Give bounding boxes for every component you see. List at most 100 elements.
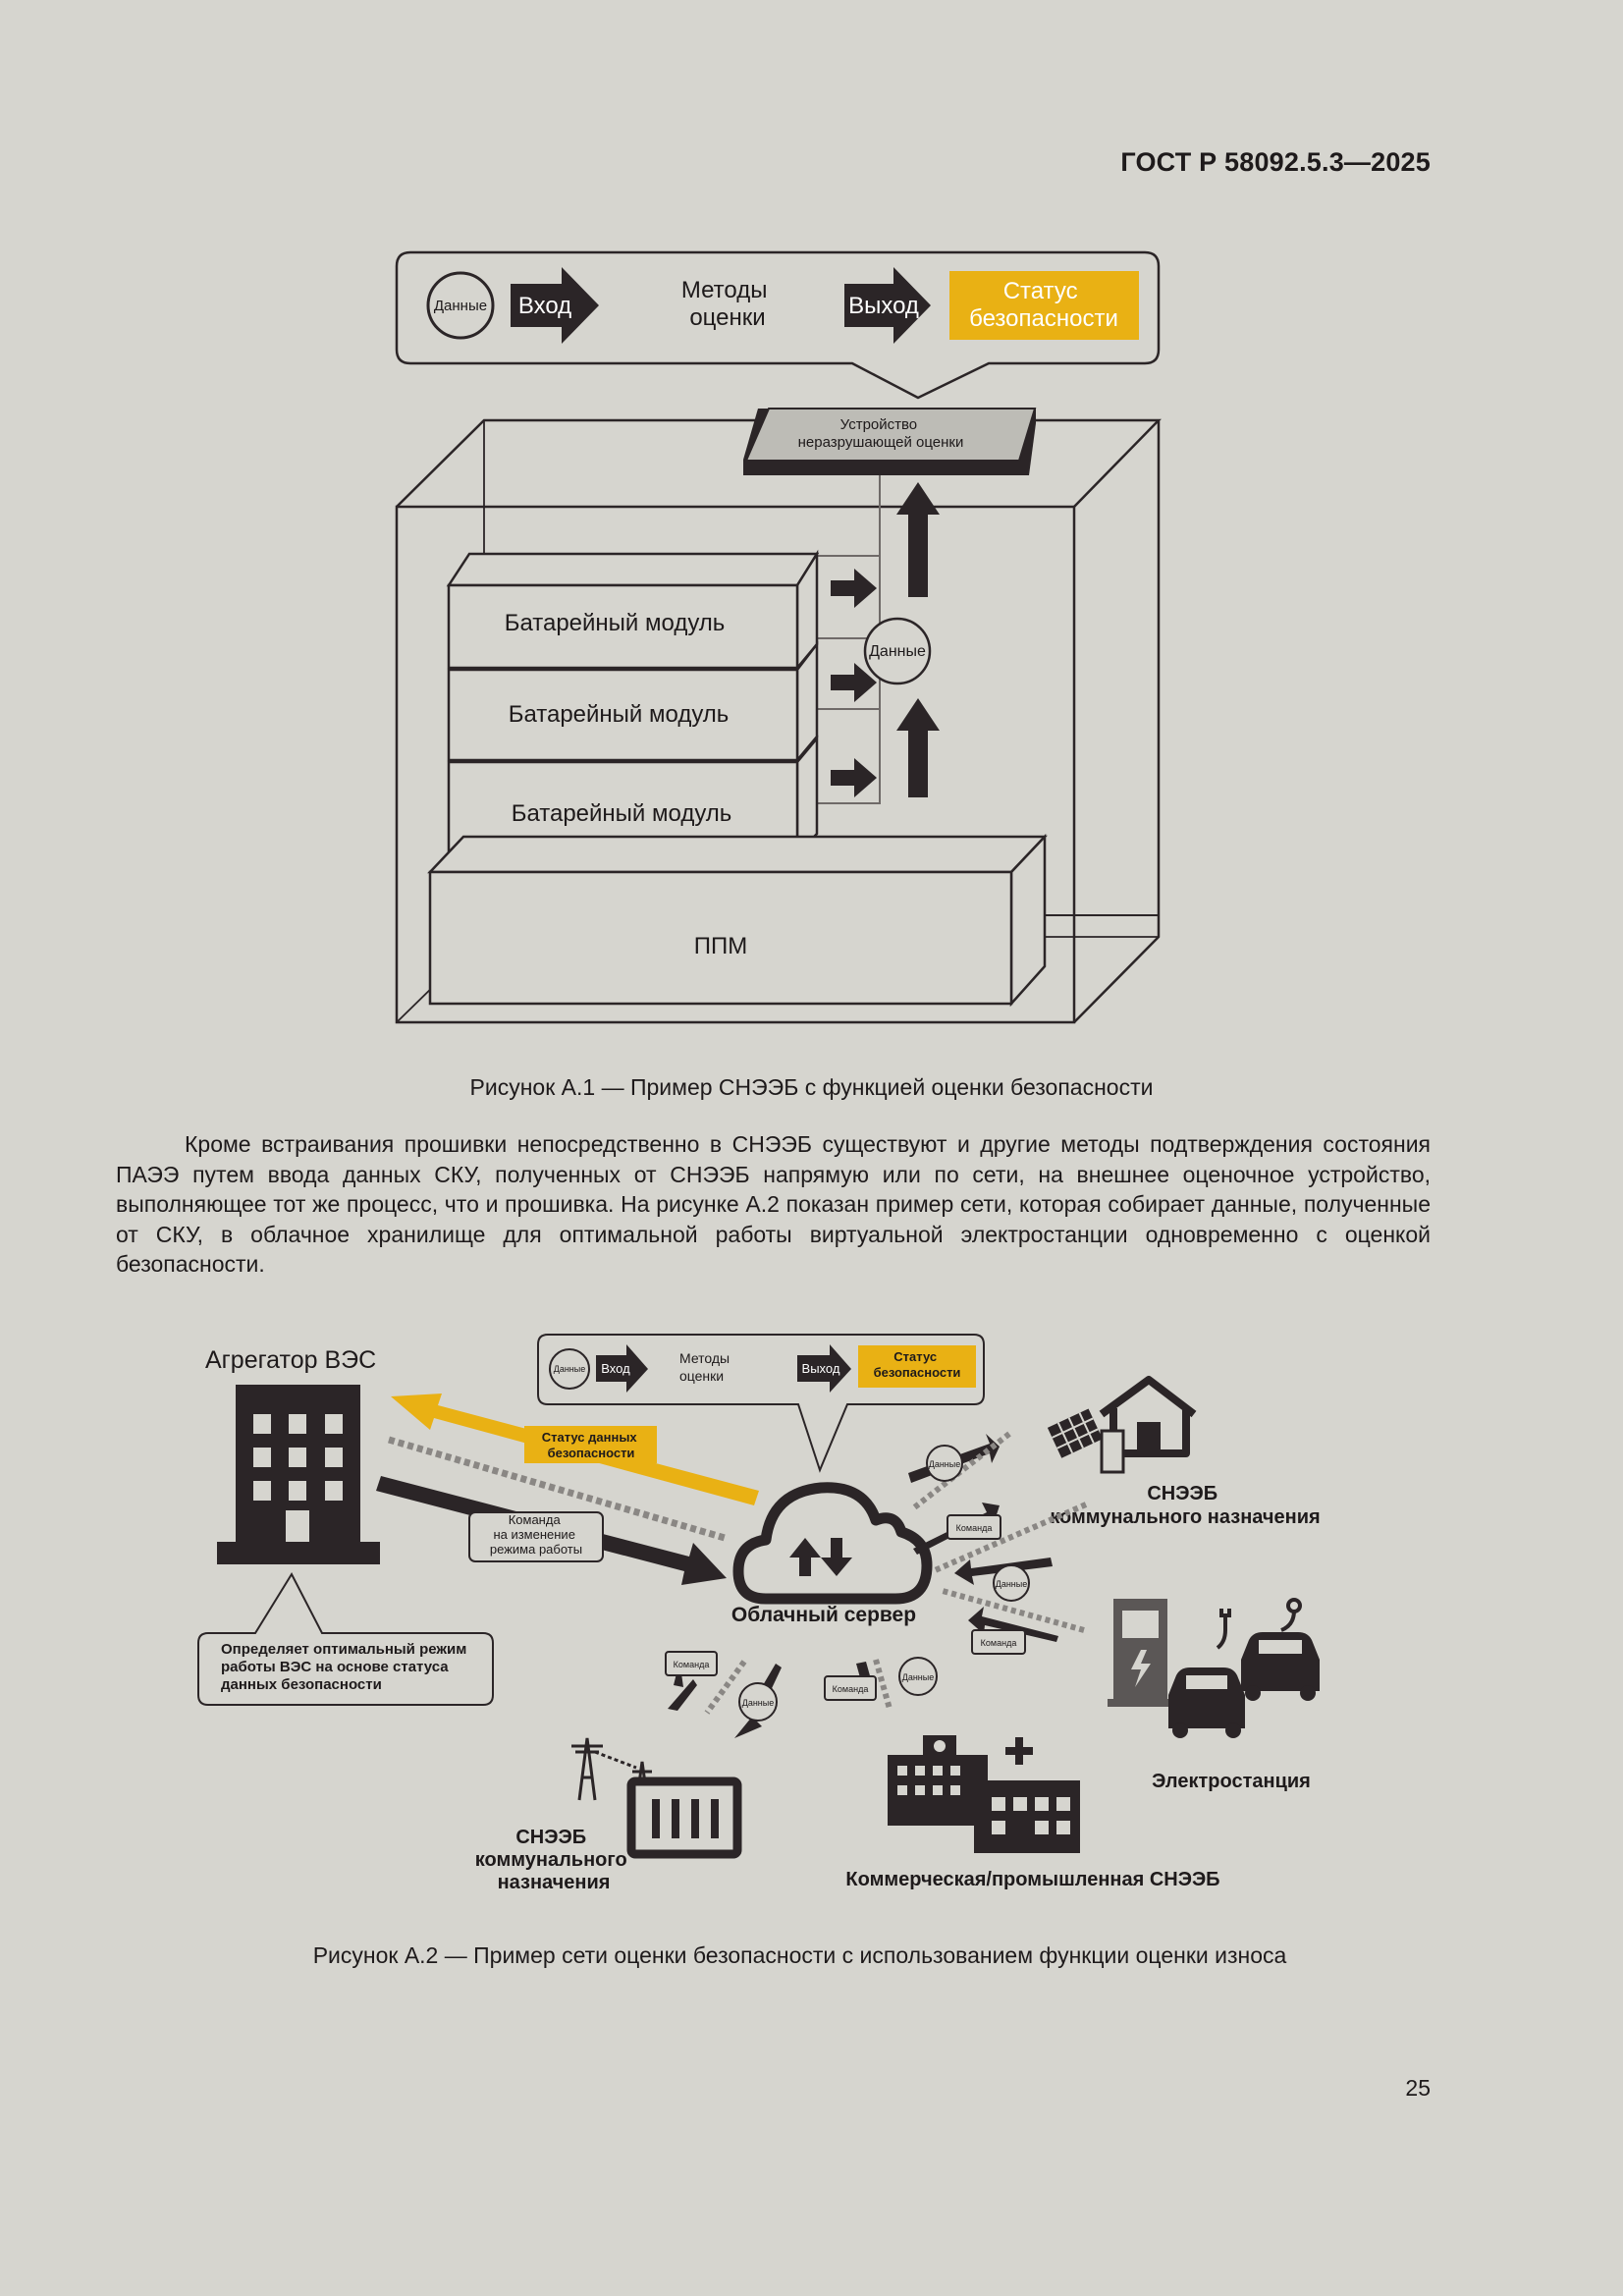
status-box-small — [858, 1345, 976, 1388]
utility-line-1: СНЭЭБ — [515, 1827, 586, 1848]
status-box — [949, 271, 1139, 340]
status-small-line-1: Статус — [893, 1349, 937, 1364]
status-small: Статус безопасности — [874, 1349, 961, 1380]
residential-line-2: коммунального назначения — [1050, 1506, 1320, 1528]
data-circle-label: Данные — [434, 298, 487, 314]
command-label: Команда на изменение режима работы — [490, 1512, 582, 1557]
small-data-bubbles: Данные Команда Данные Команда Команда Да… — [665, 1445, 1030, 1722]
methods-small: Методы оценки — [679, 1350, 733, 1384]
command-line-1: Команда — [509, 1512, 562, 1527]
cloud-icon — [732, 1482, 933, 1605]
status-small-line-2: безопасности — [874, 1365, 961, 1380]
command-tag-3-label: Команда — [674, 1660, 710, 1669]
output-arrow-small — [797, 1344, 851, 1393]
assessment-device: Устройство неразрушающей оценки — [743, 408, 1037, 475]
figure-a2-caption: Рисунок А.2 — Пример сети оценки безопас… — [312, 1942, 1287, 1968]
utility-label: СНЭЭБ коммунального назначения — [475, 1827, 633, 1893]
ev-car-window-2 — [1259, 1640, 1302, 1654]
input-arrow-small-label: Вход — [601, 1361, 630, 1376]
battery-module-label-3: Батарейный модуль — [512, 800, 732, 827]
note-text: Определяет оптимальный режим работы ВЭС … — [221, 1641, 471, 1693]
command-tag-2 — [971, 1629, 1026, 1655]
data-circle-small-label: Данные — [554, 1364, 586, 1374]
battery-module-1 — [446, 549, 820, 672]
status-label: Статус безопасности — [969, 278, 1118, 332]
output-arrow-label: Выход — [848, 293, 919, 319]
commercial-label: Коммерческая/промышленная СНЭЭБ — [845, 1869, 1219, 1890]
building-windows — [253, 1414, 343, 1542]
figure-a2: Агрегатор ВЭС Определяет оптимальный реж… — [197, 1334, 1321, 1893]
status-line-2: безопасности — [969, 305, 1118, 332]
data-bubble-2 — [993, 1564, 1030, 1602]
figure-a1: Данные Вход Методы оценки Выход Статус б… — [395, 250, 1162, 1024]
status-data-line-1: Статус данных — [542, 1430, 638, 1445]
output-arrow — [844, 267, 931, 344]
pcs-block — [427, 833, 1159, 1008]
note-line-1: Определяет оптимальный режим — [221, 1641, 466, 1658]
device-label: Устройство неразрушающей оценки — [798, 416, 964, 451]
command-box — [468, 1511, 604, 1562]
process-callout-small: Данные Вход Методы оценки Выход Статус б… — [537, 1334, 985, 1473]
methods-small-line-2: оценки — [679, 1368, 724, 1384]
data-bubble-3-label: Данные — [742, 1698, 775, 1708]
flow-dotted-lines — [704, 1431, 1088, 1715]
input-arrow — [511, 267, 599, 344]
methods-label: Методы оценки — [681, 277, 774, 331]
status-line-1: Статус — [1003, 278, 1078, 304]
status-data-box — [524, 1426, 657, 1463]
input-arrow-label: Вход — [518, 293, 571, 319]
data-node-label: Данные — [869, 643, 926, 660]
methods-line-1: Методы — [681, 277, 768, 303]
pcs-label: ППМ — [694, 933, 748, 959]
container-battery-icon — [626, 1777, 742, 1859]
data-bubble-1 — [926, 1445, 963, 1482]
aggregator-title: Агрегатор ВЭС — [205, 1346, 376, 1374]
station-label: Электростанция — [1152, 1771, 1311, 1792]
note-line-2: работы ВЭС на основе статуса — [221, 1659, 449, 1675]
data-bubble-1-label: Данные — [929, 1459, 961, 1469]
status-data-line-2: безопасности — [548, 1446, 635, 1460]
aggregator-note: Определяет оптимальный режим работы ВЭС … — [197, 1571, 494, 1706]
data-circle — [426, 271, 495, 340]
document-id: ГОСТ Р 58092.5.3—2025 — [1120, 147, 1431, 177]
data-bubble-2-label: Данные — [996, 1579, 1028, 1589]
note-line-3: данных безопасности — [221, 1676, 382, 1693]
battery-module-2 — [447, 640, 819, 764]
cloud-updown-icon — [789, 1538, 852, 1576]
device-line-1: Устройство — [840, 416, 917, 433]
solar-panel-icon — [1047, 1408, 1103, 1458]
plug-icons — [1216, 1598, 1302, 1650]
methods-small-line-1: Методы — [679, 1350, 730, 1366]
body-paragraph-text: Кроме встраивания прошивки непосредствен… — [116, 1131, 1431, 1277]
battery-module-label-2: Батарейный модуль — [509, 701, 730, 728]
ev-car-window — [1186, 1675, 1227, 1689]
utility-line-2: коммунального — [475, 1849, 627, 1871]
command-line-2: на изменение — [493, 1527, 575, 1542]
data-node — [863, 617, 932, 685]
charging-station-icon — [1108, 1599, 1174, 1707]
command-tag-1 — [947, 1514, 1001, 1540]
data-bubble-4-label: Данные — [902, 1672, 935, 1682]
commercial-windows — [897, 1740, 1070, 1834]
residential-label: СНЭЭБ коммунального назначения — [1050, 1483, 1320, 1528]
process-callout: Данные Вход Методы оценки Выход Статус б… — [395, 250, 1161, 400]
command-tag-1-label: Команда — [956, 1523, 993, 1533]
module-arrows — [831, 482, 940, 797]
battery-module-label-1: Батарейный модуль — [505, 610, 726, 636]
status-data-label: Статус данных безопасности — [542, 1430, 641, 1460]
output-arrow-small-label: Выход — [802, 1361, 840, 1376]
home-battery-icon — [1100, 1429, 1125, 1474]
data-circle-small — [549, 1348, 590, 1390]
figure-a1-caption: Рисунок А.1 — Пример СНЭЭБ с функцией оц… — [469, 1074, 1154, 1100]
methods-line-2: оценки — [689, 304, 765, 331]
command-tag-3 — [665, 1651, 718, 1676]
data-bubble-4 — [898, 1657, 938, 1696]
page-number: 25 — [1405, 2075, 1431, 2101]
device-line-2: неразрушающей оценки — [798, 434, 964, 451]
utility-line-3: назначения — [498, 1872, 611, 1893]
residential-line-1: СНЭЭБ — [1147, 1483, 1217, 1504]
house-door — [1137, 1422, 1161, 1449]
command-tag-4-label: Команда — [833, 1684, 869, 1694]
command-tag-4 — [824, 1675, 877, 1701]
body-paragraph: Кроме встраивания прошивки непосредствен… — [116, 1129, 1431, 1280]
